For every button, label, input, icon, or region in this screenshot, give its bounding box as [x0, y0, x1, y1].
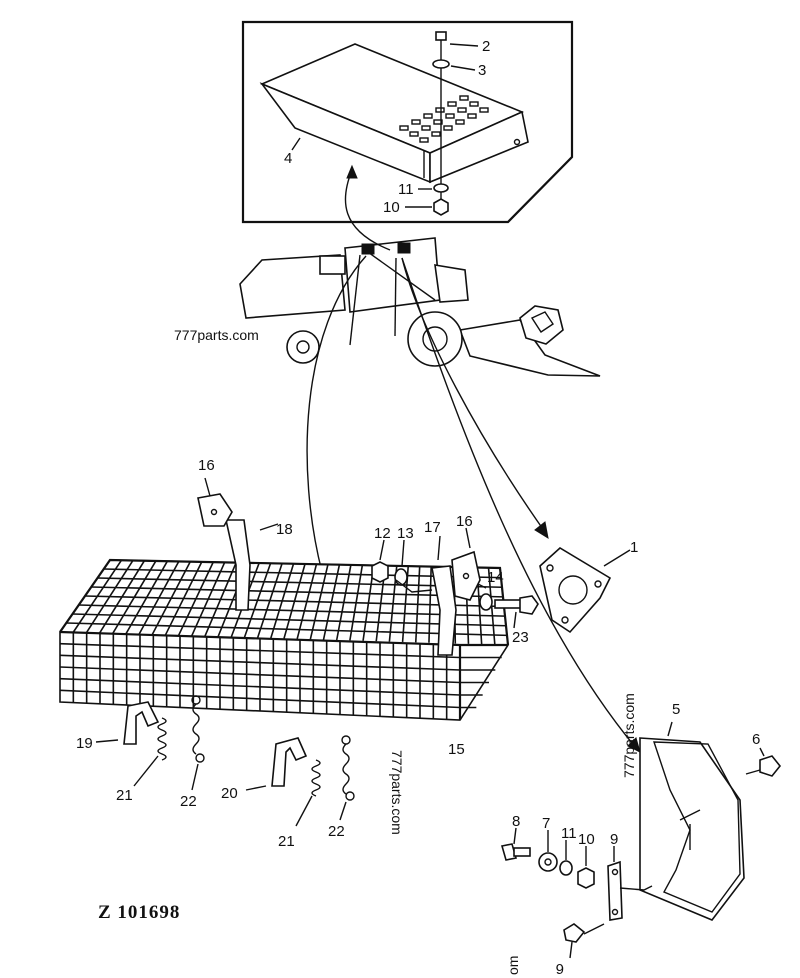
washer-part-7 — [538, 830, 558, 872]
callout-18: 18 — [276, 521, 293, 538]
wing-bolt-part-6a — [745, 747, 782, 777]
bracket-part-18 — [197, 477, 279, 611]
callout-12: 12 — [374, 525, 391, 542]
callout-22a: 22 — [180, 793, 197, 810]
washer-part-3 — [432, 59, 476, 71]
shield-part-5 — [639, 721, 745, 921]
callout-16b: 16 — [456, 513, 473, 530]
nut-part-12 — [371, 539, 389, 583]
leader-4 — [291, 137, 301, 151]
callout-5: 5 — [672, 701, 680, 718]
bolt-part-23 — [479, 593, 539, 629]
callout-11a: 11 — [398, 181, 414, 198]
callout-13: 13 — [397, 525, 414, 542]
bracket-part-17 — [431, 527, 487, 656]
drawing-code: Z 101698 — [98, 902, 180, 923]
clip-part-19 — [95, 701, 160, 745]
watermark-777parts-3: 777parts.com — [621, 693, 637, 778]
grille-screen-part-15 — [59, 558, 510, 721]
callout-11b: 11 — [561, 825, 577, 842]
callout-17: 17 — [424, 519, 441, 536]
cover-vent-slots — [399, 95, 489, 143]
cover-part-4 — [259, 43, 529, 184]
callout-9: 9 — [610, 831, 618, 848]
wing-bolt-part-6b — [563, 923, 605, 959]
callout-6b: 6 — [556, 960, 564, 977]
clip-part-20 — [245, 737, 308, 791]
lock-washer-part-11b — [559, 840, 573, 876]
combine-overview — [239, 237, 601, 377]
bolt-part-8 — [500, 827, 531, 861]
spring-part-21b — [295, 759, 321, 827]
washer-part-13 — [394, 539, 408, 586]
callout-1: 1 — [630, 539, 638, 556]
callout-7: 7 — [542, 815, 550, 832]
inset-frame — [241, 20, 574, 224]
callout-22b: 22 — [328, 823, 345, 840]
callout-23: 23 — [512, 629, 529, 646]
callout-8: 8 — [512, 813, 520, 830]
spring-part-22b — [339, 735, 355, 821]
callout-2: 2 — [482, 38, 490, 55]
callout-20: 20 — [221, 785, 238, 802]
callout-16a: 16 — [198, 457, 215, 474]
callout-arrows — [306, 164, 641, 753]
grille-mesh — [59, 559, 508, 720]
watermark-777parts-2: 777parts.com — [389, 750, 405, 835]
callout-14: 14 — [487, 569, 504, 586]
watermark-777parts-1: 777parts.com — [174, 327, 259, 343]
lock-washer-part-11 — [418, 183, 449, 193]
callout-labels: 2 3 4 11 10 16 18 12 13 17 16 14 23 1 15… — [76, 38, 760, 850]
callout-15: 15 — [448, 741, 465, 758]
callout-3: 3 — [478, 62, 486, 79]
bracket-part-9 — [607, 846, 653, 921]
callout-21a: 21 — [116, 787, 133, 804]
callout-10a: 10 — [383, 199, 400, 216]
nut-part-10b — [577, 846, 595, 889]
spring-part-21a — [133, 717, 167, 787]
callout-19: 19 — [76, 735, 93, 752]
flange-part-1 — [539, 547, 631, 634]
watermark-om: om — [505, 956, 521, 975]
callout-10b: 10 — [578, 831, 595, 848]
bolt-path-dash — [395, 579, 433, 593]
callout-6a: 6 — [752, 731, 760, 748]
callout-21b: 21 — [278, 833, 295, 850]
spring-part-22a — [191, 695, 205, 791]
nut-part-10 — [405, 198, 449, 216]
callout-4: 4 — [284, 150, 292, 167]
